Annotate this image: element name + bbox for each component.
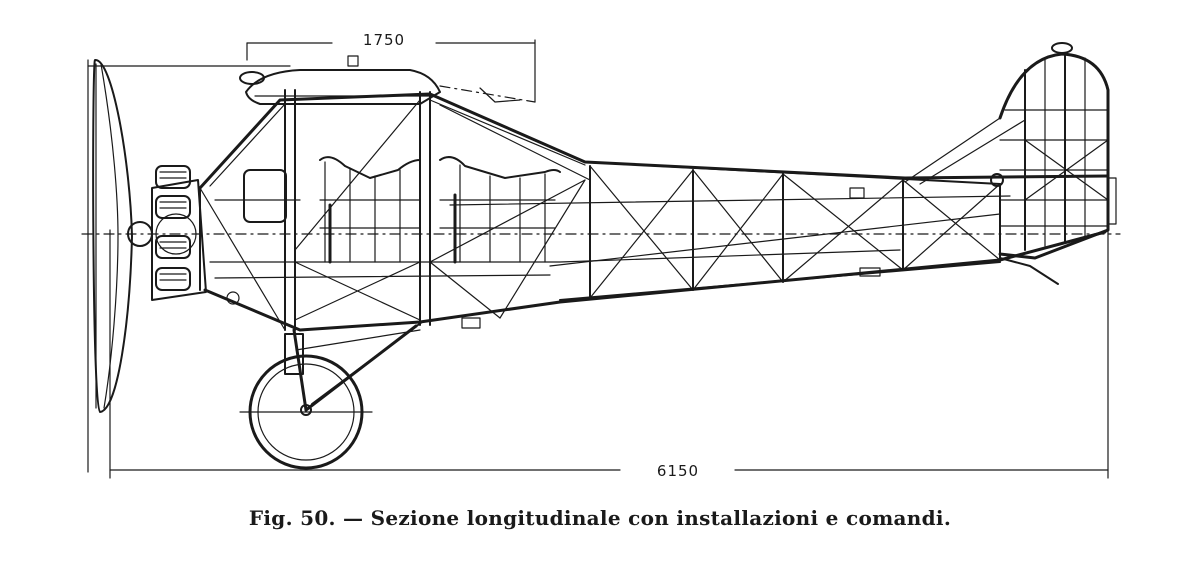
rotary-engine [151, 165, 207, 301]
cockpit-frame [199, 89, 591, 331]
wing-chord-dimension-label: 1750 [363, 31, 405, 49]
overall-length-dimension: 6150 [87, 59, 1109, 480]
tail-unit [904, 42, 1117, 285]
figure-caption: Fig. 50. — Sezione longitudinale con ins… [248, 506, 952, 530]
propeller [92, 59, 153, 413]
wing-chord-dimension: 1750 [246, 31, 536, 103]
overall-length-dimension-label: 6150 [657, 462, 699, 480]
landing-gear [239, 321, 423, 470]
fittings [226, 187, 881, 329]
upper-wing-section [239, 55, 536, 105]
fuselage [198, 92, 1110, 332]
